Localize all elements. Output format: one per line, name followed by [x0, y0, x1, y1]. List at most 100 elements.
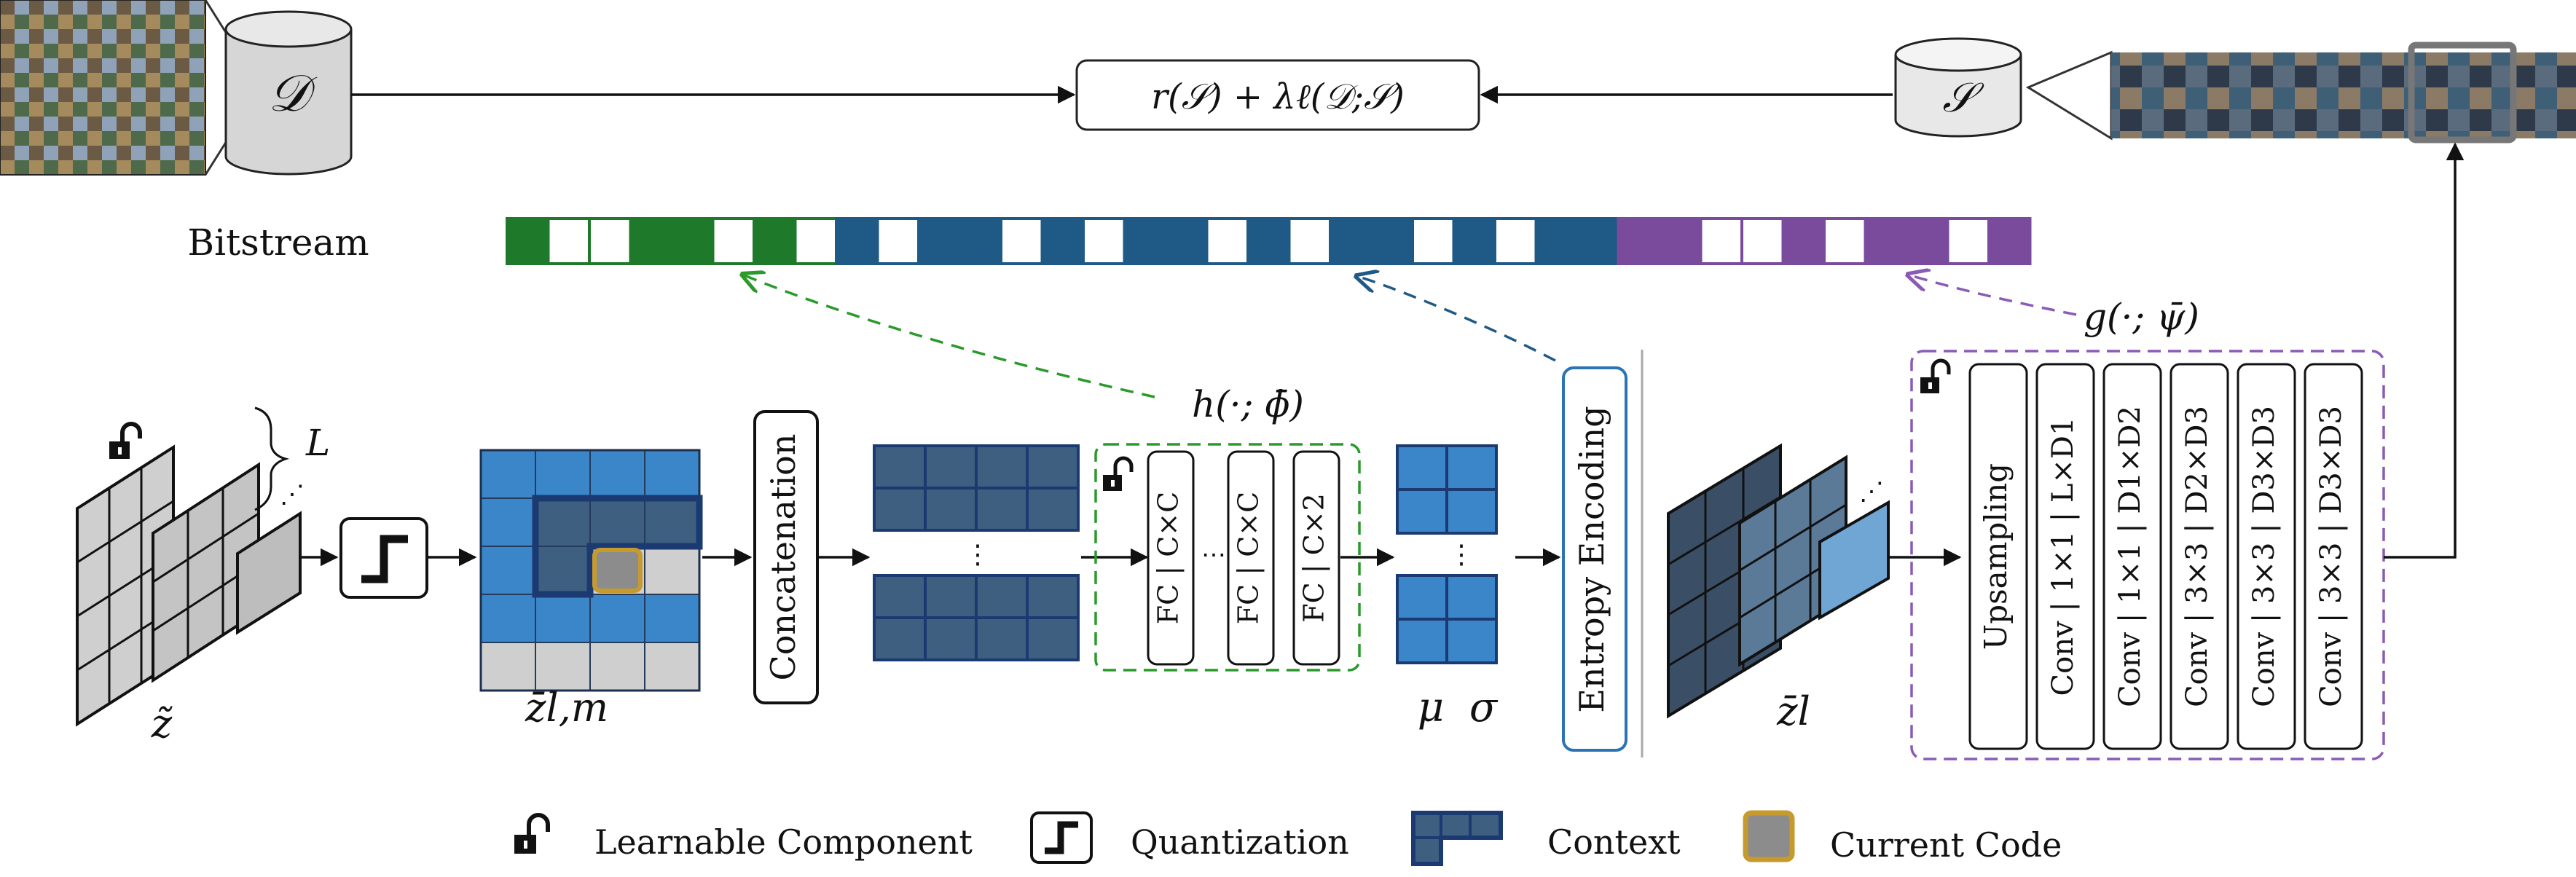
- grid-cell: [644, 498, 700, 547]
- conv-block-label: Conv | 1×1 | L×D1: [2046, 417, 2080, 696]
- feature-cell: [873, 444, 927, 489]
- musigma-cell: [1445, 574, 1498, 621]
- grid-cell: [535, 498, 591, 547]
- bit-cell: [793, 217, 838, 265]
- fc-block-label: FC | C×2: [1298, 493, 1330, 623]
- bit-cell: [1617, 217, 1661, 265]
- synthetic-zoom-lines: [2025, 50, 2113, 141]
- bit-cell: [588, 217, 632, 265]
- conv-block-label: Conv | 3×3 | D3×D3: [2247, 406, 2281, 707]
- entropy-to-bitstream-arrow: [1359, 277, 1556, 362]
- bit-cell: [1987, 217, 2032, 265]
- grid-cell: [480, 498, 536, 547]
- musigma-cell: [1445, 618, 1498, 664]
- dataset-image-grid: [0, 0, 206, 176]
- conv-block: [2102, 363, 2162, 750]
- context-grid: [479, 449, 703, 692]
- bit-cell: [876, 217, 920, 265]
- grid-cell: [535, 449, 591, 499]
- fc-block-label: FC | C×C: [1233, 492, 1265, 624]
- grid-cell: [644, 642, 700, 691]
- feature-cell: [975, 616, 1029, 661]
- bit-cell: [629, 217, 673, 265]
- fc-block: [1227, 450, 1275, 666]
- concatenation-label: Concatenation: [763, 434, 803, 681]
- feature-cell: [924, 574, 978, 619]
- feature-cell: [975, 574, 1029, 619]
- legend-current: Current Code: [1830, 825, 2062, 865]
- musigma-cell: [1445, 444, 1498, 491]
- feature-cell: [873, 487, 927, 532]
- legend-context: Context: [1547, 822, 1681, 862]
- grid-cell: [480, 642, 536, 691]
- entropy-encoding-block: Entropy Encoding: [1562, 366, 1627, 752]
- z-bar-l-stack: ⋰ z̄l: [1667, 443, 1890, 734]
- bit-cell: [917, 217, 962, 265]
- bit-cell: [1740, 217, 1785, 265]
- feature-cell: [924, 487, 978, 532]
- feature-cell: [924, 444, 978, 489]
- svg-text:⋯: ⋯: [1201, 540, 1226, 570]
- h-to-bitstream-arrow: [745, 275, 1155, 398]
- conv-block: [2169, 363, 2229, 750]
- objective-box: r(𝒮) + λℓ(𝒟;𝒮): [1075, 59, 1480, 131]
- bit-cell: [1287, 217, 1332, 265]
- conv-block-label: Conv | 1×1 | D1×D2: [2113, 406, 2147, 707]
- bit-cell: [1576, 217, 1620, 265]
- upsampling-block: [1968, 363, 2028, 750]
- bitstream-label: Bitstream: [187, 221, 369, 264]
- grid-cell: [644, 594, 700, 643]
- grid-border: [479, 449, 701, 692]
- feature-cell: [975, 487, 1029, 532]
- bit-cell: [506, 217, 550, 265]
- musigma-cell: [1396, 488, 1448, 535]
- bit-cell: [1164, 217, 1209, 265]
- feature-cell: [975, 444, 1029, 489]
- bit-cell: [1658, 217, 1703, 265]
- h-label: h(·; ϕ̄): [1192, 383, 1304, 425]
- z-bar-l-label: z̄l: [1776, 688, 1810, 734]
- bit-cell: [1000, 217, 1044, 265]
- z-bar-lm-label: z̄l,m: [525, 685, 608, 731]
- fc-block: [1147, 450, 1195, 666]
- feature-grids: [873, 444, 1080, 661]
- concatenation-block: Concatenation: [753, 410, 819, 704]
- current-code-cell: [592, 548, 643, 593]
- fc-block-label: FC | C×C: [1152, 492, 1185, 624]
- upsampling-label: Upsampling: [1978, 463, 2014, 650]
- bit-cell: [1329, 217, 1373, 265]
- feature-cell: [1026, 444, 1080, 489]
- bit-cell: [546, 217, 591, 265]
- bit-cell: [1123, 217, 1167, 265]
- z-tilde-stack: ⋰ L z̃: [76, 406, 330, 747]
- conv-block: [2035, 363, 2095, 750]
- bit-cell: [1781, 217, 1826, 265]
- musigma-cell: [1445, 488, 1498, 535]
- grid-cell: [589, 642, 645, 691]
- bit-cell: [1823, 217, 1867, 265]
- legend-learnable: Learnable Component: [594, 822, 973, 862]
- bit-cell: [1246, 217, 1291, 265]
- grid-cell: [480, 546, 536, 595]
- fc-block: [1292, 450, 1340, 666]
- bit-cell: [958, 217, 1002, 265]
- grid-cell: [480, 449, 536, 499]
- grid-cell: [644, 546, 700, 595]
- feature-cell: [1026, 574, 1080, 619]
- z-tilde-label: z̃: [151, 701, 173, 747]
- context-outline: [532, 495, 703, 598]
- grid-cell: [589, 594, 645, 643]
- bit-cell: [1905, 217, 1949, 265]
- lock-icon: [1920, 358, 1951, 393]
- bit-cell: [711, 217, 755, 265]
- musigma-cell: [1396, 618, 1448, 664]
- feature-cell: [1026, 616, 1080, 661]
- bit-cell: [1082, 217, 1126, 265]
- svg-text:⋰: ⋰: [280, 480, 305, 509]
- dataset-cylinder: 𝒟: [224, 10, 353, 176]
- grid-cell: [480, 594, 536, 643]
- grid-cell: [589, 498, 645, 547]
- feature-cell: [873, 574, 927, 619]
